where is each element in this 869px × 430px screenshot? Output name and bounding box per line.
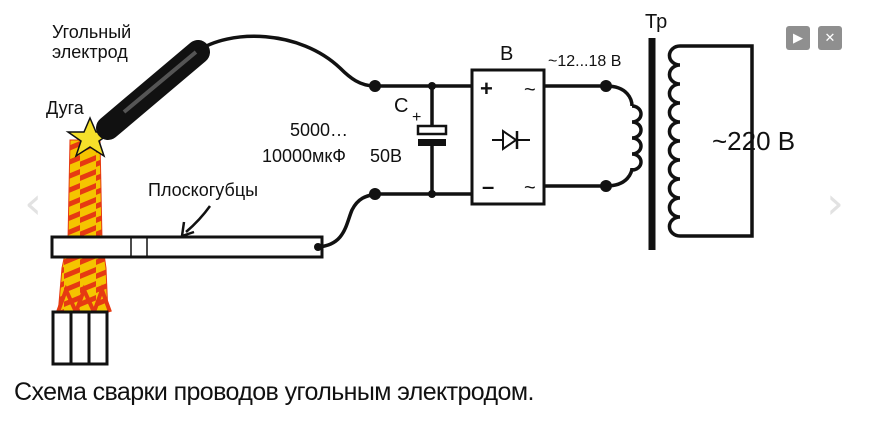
carbon-electrode bbox=[96, 40, 210, 140]
label-arc: Дуга bbox=[46, 98, 85, 118]
pliers-pointer-arrow bbox=[185, 205, 212, 233]
wire-ends bbox=[51, 310, 109, 366]
terminals bbox=[369, 80, 612, 200]
close-button[interactable]: ✕ bbox=[818, 26, 842, 50]
pliers bbox=[50, 235, 324, 259]
play-button[interactable]: ▶ bbox=[786, 26, 810, 50]
label-bridge-name: В bbox=[500, 43, 513, 65]
close-icon: ✕ bbox=[824, 30, 836, 46]
twisted-wires bbox=[56, 139, 112, 316]
label-bridge-plus: + bbox=[480, 76, 493, 101]
play-icon: ▶ bbox=[793, 30, 803, 46]
chevron-right-icon: › bbox=[826, 177, 844, 229]
transformer bbox=[631, 38, 681, 250]
label-bridge-minus: – bbox=[482, 174, 494, 199]
label-pliers: Плоскогубцы bbox=[148, 180, 258, 200]
bridge-rectifier bbox=[470, 68, 546, 206]
capacitor bbox=[416, 124, 448, 146]
chevron-left-icon: ‹ bbox=[24, 177, 42, 229]
next-button[interactable]: › bbox=[820, 177, 850, 229]
circuit-wires bbox=[194, 34, 754, 249]
label-bridge-ac-top: ~ bbox=[524, 79, 536, 101]
label-capacitor-plus: + bbox=[412, 109, 421, 126]
label-bridge-ac-bottom: ~ bbox=[524, 177, 536, 199]
label-primary-voltage: ~220 В bbox=[712, 126, 795, 156]
label-secondary-voltage: ~12...18 В bbox=[548, 53, 621, 70]
label-capacitor-voltage: 50В bbox=[370, 146, 402, 166]
label-electrode-line1: Угольный bbox=[52, 22, 131, 42]
pliers-pointer-arrowhead bbox=[180, 221, 195, 238]
diode-icon bbox=[502, 129, 518, 151]
label-capacitor-value-1: 5000… bbox=[290, 120, 348, 140]
label-capacitor-value-2: 10000мкФ bbox=[262, 146, 346, 166]
prev-button[interactable]: ‹ bbox=[18, 177, 48, 229]
label-transformer: Тр bbox=[645, 11, 667, 33]
image-caption: Схема сварки проводов угольным электродо… bbox=[14, 378, 534, 406]
label-capacitor-name: С bbox=[394, 95, 408, 117]
label-electrode-line2: электрод bbox=[52, 42, 128, 62]
